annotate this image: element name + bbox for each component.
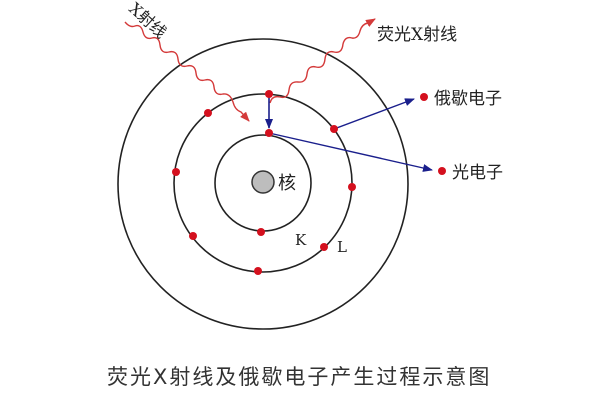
auger-electron-path [333,98,415,130]
photoelectron [438,167,446,175]
l-electron [265,90,273,98]
auger-electron-label: 俄歇电子 [434,89,502,109]
photoelectron-path [268,132,433,172]
l-electron [172,168,180,176]
nucleus [251,170,275,194]
l-electron [254,267,262,275]
diagram-title: 荧光X射线及俄歇电子产生过程示意图 [107,365,491,389]
k-electron [257,228,265,236]
fluorescence-xray-label: 荧光X射线 [377,25,457,45]
nucleus-label: 核 [278,173,296,194]
l-electron [189,232,197,240]
photoelectron-label: 光电子 [452,163,503,183]
incident-xray-wave [124,21,250,122]
l-shell-label: L [337,238,347,256]
k-shell-label: K [295,231,307,249]
auger-electron [420,93,428,101]
incident-xray-label: X射线 [125,0,170,42]
l-electron [320,243,328,251]
l-electron [348,183,356,191]
l-electron [204,109,212,117]
l-electron [330,125,338,133]
outer-shell [117,38,409,330]
k-electron [265,129,273,137]
fluorescence-xray-wave [269,18,376,104]
